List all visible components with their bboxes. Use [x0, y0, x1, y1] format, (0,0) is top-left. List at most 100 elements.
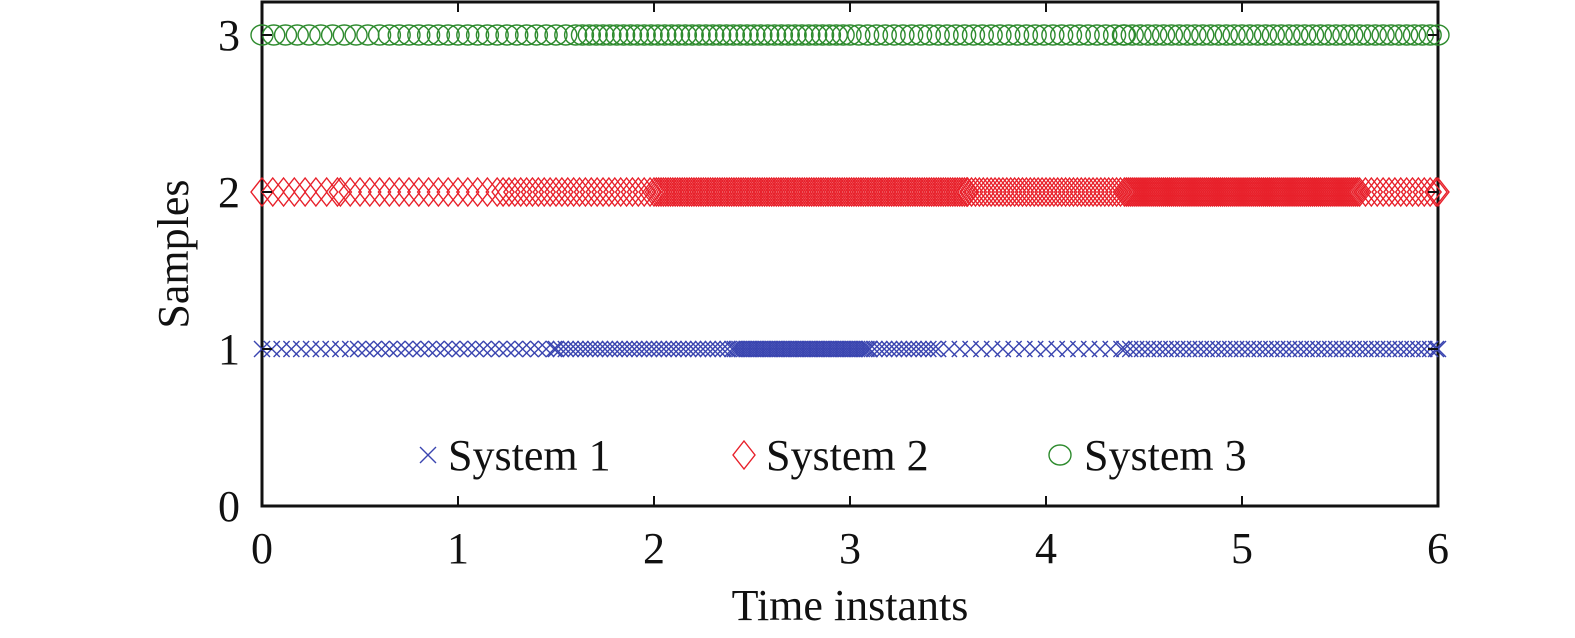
data-point: [314, 176, 339, 208]
data-point: [759, 340, 777, 358]
data-point: [1355, 24, 1380, 46]
x-axis-label: Time instants: [732, 581, 969, 630]
data-point: [514, 176, 539, 208]
data-point: [404, 340, 422, 358]
data-point: [1298, 340, 1316, 358]
data-point: [282, 176, 307, 208]
data-point: [491, 176, 515, 208]
data-point: [397, 176, 421, 208]
data-point: [309, 24, 333, 46]
data-point: [1014, 24, 1039, 46]
data-point: [1265, 176, 1290, 208]
data-point: [1186, 176, 1211, 208]
data-point: [763, 340, 781, 358]
data-point: [1204, 176, 1229, 208]
data-point: [756, 340, 774, 358]
data-point: [825, 340, 843, 358]
data-point: [1245, 340, 1263, 358]
data-point: [1112, 24, 1137, 46]
data-point: [801, 340, 819, 358]
data-point: [497, 176, 521, 208]
data-point: [1163, 176, 1188, 208]
data-point: [1222, 176, 1247, 208]
data-point: [1424, 176, 1448, 208]
data-point: [1339, 176, 1364, 208]
data-point: [1161, 176, 1186, 208]
data-point: [1224, 176, 1249, 208]
data-point: [1122, 176, 1147, 208]
data-point: [1041, 24, 1065, 46]
data-point: [1096, 176, 1121, 208]
data-point: [1406, 176, 1431, 208]
data-point: [577, 24, 602, 46]
data-point: [357, 340, 375, 358]
data-point: [987, 176, 1011, 208]
data-point: [349, 340, 367, 358]
data-point: [1380, 340, 1398, 358]
data-point: [312, 340, 330, 358]
data-point: [1339, 340, 1357, 358]
data-point: [1216, 176, 1241, 208]
data-point: [721, 24, 746, 46]
data-point: [723, 340, 741, 358]
data-point: [1296, 176, 1321, 208]
data-point: [1045, 176, 1070, 208]
data-point: [485, 176, 510, 208]
data-point: [380, 340, 398, 358]
data-point: [407, 24, 431, 46]
data-point: [502, 176, 527, 208]
data-point: [1196, 176, 1221, 208]
data-point: [1321, 340, 1339, 358]
data-point: [1165, 176, 1190, 208]
data-point: [1304, 176, 1329, 208]
data-point: [1222, 24, 1246, 46]
data-point: [474, 340, 492, 358]
data-point: [591, 24, 615, 46]
data-point: [1283, 176, 1307, 208]
data-point: [567, 176, 592, 208]
data-point: [1275, 176, 1299, 208]
data-point: [730, 340, 748, 358]
data-point: [778, 340, 795, 358]
data-point: [740, 340, 758, 358]
data-point: [1237, 176, 1262, 208]
data-point: [549, 176, 574, 208]
data-point: [1239, 176, 1264, 208]
data-point: [1081, 176, 1105, 208]
data-point: [1144, 24, 1168, 46]
data-point: [1057, 176, 1082, 208]
data-point: [338, 176, 363, 208]
data-point: [426, 24, 451, 46]
data-point: [545, 340, 563, 358]
data-point: [406, 176, 431, 208]
data-point: [762, 24, 787, 46]
data-point: [618, 24, 643, 46]
data-point: [396, 340, 414, 358]
data-point: [714, 24, 739, 46]
data-point: [839, 340, 857, 358]
data-point: [701, 24, 725, 46]
data-point: [1002, 176, 1027, 208]
y-tick-label: 1: [218, 325, 240, 374]
data-point: [1340, 24, 1364, 46]
data-point: [325, 176, 350, 208]
data-point: [1356, 340, 1374, 358]
data-point: [817, 340, 835, 358]
data-point: [959, 176, 984, 208]
data-point: [1273, 176, 1298, 208]
data-point: [1259, 176, 1284, 208]
data-point: [1268, 340, 1286, 358]
data-point: [1177, 176, 1201, 208]
data-point: [707, 24, 732, 46]
data-point: [1192, 176, 1217, 208]
data-point: [1324, 24, 1348, 46]
data-point: [1332, 24, 1356, 46]
data-point: [733, 340, 751, 358]
data-point: [1328, 176, 1352, 208]
data-point: [1318, 176, 1343, 208]
data-point: [1261, 24, 1286, 46]
data-point: [1262, 340, 1280, 358]
data-point: [988, 24, 1012, 46]
data-point: [1333, 176, 1358, 208]
